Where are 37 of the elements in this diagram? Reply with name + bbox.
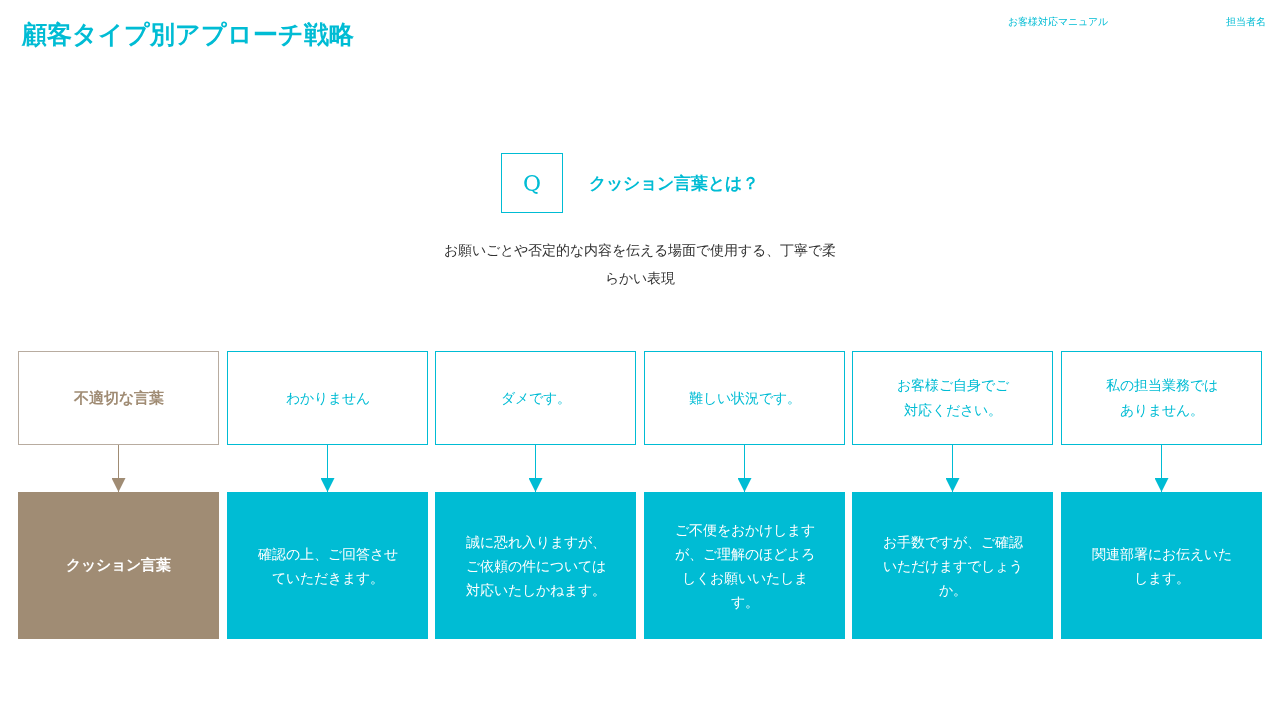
phrase-box — [18, 351, 219, 445]
phrase-text: クッション言葉 — [66, 556, 171, 575]
phrase-box — [852, 351, 1053, 445]
phrase-text: 不適切な言葉 — [73, 388, 164, 408]
arrow — [528, 444, 543, 493]
header-text: お客様対応マニュアル — [1007, 15, 1109, 29]
phrase-text: お手数ですが、ご確認いただけますでしょうか。 — [881, 532, 1024, 600]
phrase-text: ダメです。 — [500, 388, 571, 408]
phrase-box — [644, 351, 845, 445]
slide-title: 顧客タイプ別アプローチ戦略 — [22, 19, 354, 51]
arrow — [111, 444, 126, 493]
arrow — [945, 444, 960, 493]
phrase-text: 誠に恐れ入りますが、ご依頼の件については対応いたしかねます。 — [464, 532, 607, 600]
arrow — [320, 444, 335, 493]
cushion-box — [18, 492, 219, 639]
header-text: 担当者名 — [1225, 15, 1266, 29]
cushion-box — [852, 492, 1053, 639]
question-mark: Q — [522, 170, 541, 196]
phrase-box — [1061, 351, 1262, 445]
arrow — [737, 444, 752, 493]
phrase-text: 関連部署にお伝えいたします。 — [1090, 544, 1233, 588]
phrase-text: 確認の上、ご回答させていただきます。 — [256, 544, 399, 588]
phrase-box — [227, 351, 428, 445]
cushion-box — [435, 492, 636, 639]
description-text: お願いごとや否定的な内容を伝える場面で使用する、丁寧で柔らかい表現 — [443, 241, 837, 288]
question-box — [501, 153, 563, 213]
phrase-text: 私の担当業務ではありません。 — [1104, 376, 1219, 420]
cushion-box — [644, 492, 845, 639]
cushion-box — [227, 492, 428, 639]
phrase-text: わかりません — [285, 388, 370, 408]
phrase-text: 難しい状況です。 — [688, 388, 801, 408]
phrase-box — [435, 351, 636, 445]
phrase-text: ご不便をおかけしますが、ご理解のほどよろしくお願いいたします。 — [673, 520, 816, 612]
phrase-text: お客様ご自身でご対応ください。 — [895, 376, 1010, 420]
cushion-box — [1061, 492, 1262, 639]
heading-text: クッション言葉とは？ — [589, 172, 759, 195]
arrow — [1154, 444, 1169, 493]
